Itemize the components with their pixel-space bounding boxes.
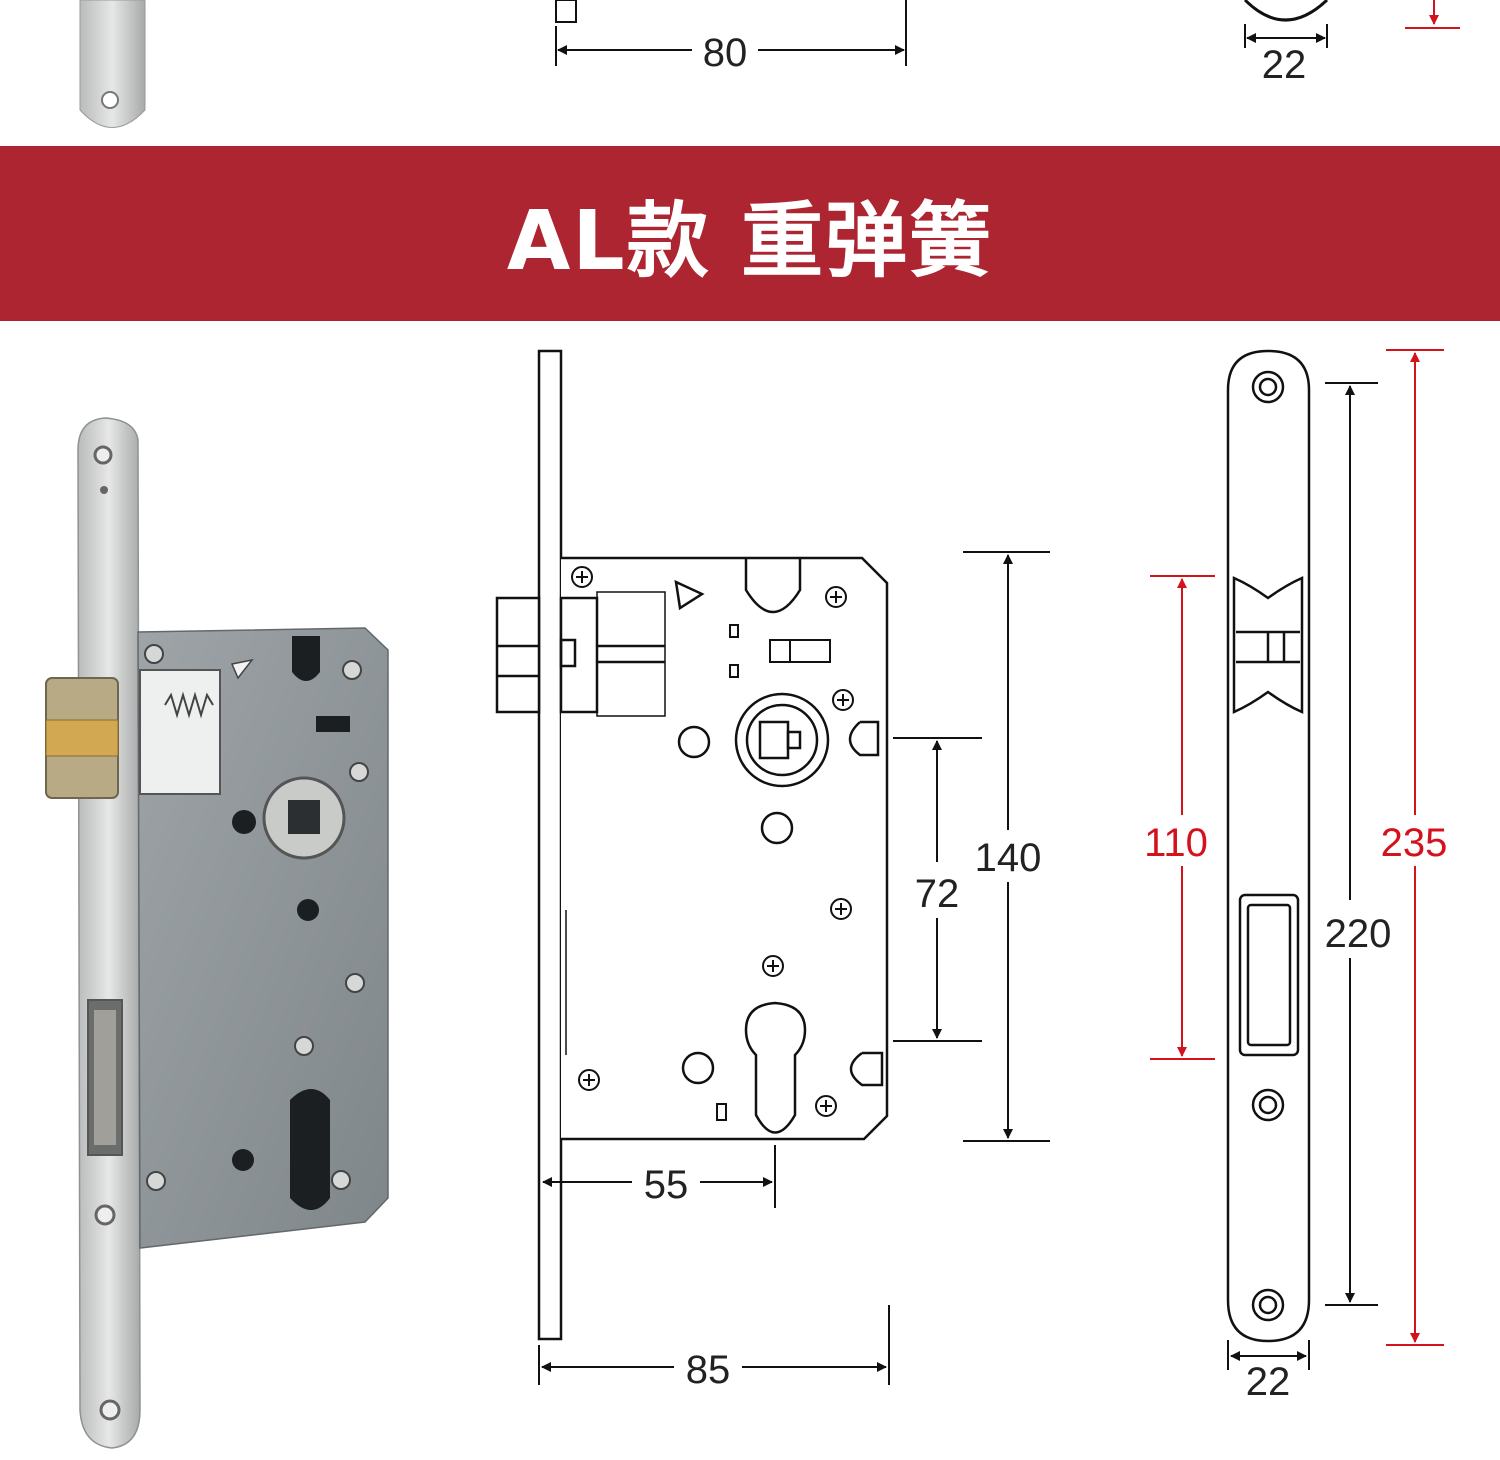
side-d-hole-1	[848, 720, 880, 757]
dim-110-label: 110	[1144, 821, 1208, 865]
side-d-hole-2	[849, 1051, 884, 1087]
photo-screw-4	[345, 973, 365, 993]
side-latch-rail	[596, 591, 666, 717]
dim-220-label: 220	[1325, 912, 1392, 956]
photo-screw-5	[294, 1036, 314, 1056]
front-dimensions	[1227, 382, 1378, 1370]
side-latch	[495, 596, 541, 714]
photo-screw-7	[331, 1170, 351, 1190]
photo-notch-top	[292, 636, 320, 681]
side-screws	[571, 566, 854, 1117]
front-bottom-screw-2-inner	[1258, 1295, 1278, 1315]
side-slot	[769, 639, 831, 663]
top-dim-80-label: 80	[703, 31, 748, 75]
front-top-screw-inner	[1258, 377, 1278, 397]
side-view	[495, 349, 889, 1341]
photo-screw-2	[342, 660, 362, 680]
top-strip: 80 22	[79, 0, 1460, 128]
side-arrow-mark	[674, 579, 705, 611]
front-bottom-screw-2-outer	[1251, 1288, 1285, 1322]
front-bottom-screw-1-outer	[1251, 1088, 1285, 1122]
side-hub-outer	[734, 692, 830, 788]
front-dimensions-red	[1150, 349, 1444, 1346]
photo-hole-2	[297, 899, 319, 921]
side-faceplate	[537, 349, 563, 1341]
photo-faceplate-bottom-hole-2	[99, 1399, 121, 1421]
front-view	[1226, 349, 1311, 1343]
side-hole-2	[760, 811, 794, 845]
front-bolt-slot-inner	[1246, 903, 1292, 1047]
top-dim-22-label: 22	[1262, 43, 1307, 87]
photo-spindle-square	[288, 800, 320, 834]
photo-screw-1	[144, 644, 164, 664]
dim-85-label: 85	[686, 1348, 731, 1392]
side-hub-inner	[745, 703, 819, 777]
lock-photo	[45, 417, 389, 1449]
photo-arrow-mark	[230, 658, 254, 680]
photo-slot	[316, 716, 350, 732]
front-top-screw-outer	[1251, 370, 1285, 404]
side-case-outline	[561, 556, 889, 1141]
front-plate-outline	[1226, 349, 1311, 1343]
photo-hole-1	[232, 810, 256, 834]
side-hole-1	[677, 725, 711, 759]
front-bolt-slot-outer	[1238, 893, 1300, 1057]
photo-faceplate-bottom-hole	[94, 1204, 116, 1226]
title-banner: AL款 重弹簧	[0, 146, 1500, 321]
photo-latch-cavity	[139, 669, 221, 795]
photo-screw-3	[349, 762, 369, 782]
side-hole-3	[681, 1051, 715, 1085]
photo-faceplate-top-hole-2	[100, 486, 108, 494]
top-faceplate-photo	[79, 0, 146, 128]
dim-55-label: 55	[644, 1163, 689, 1207]
dim-72-label: 72	[915, 872, 960, 916]
dim-22-label: 22	[1246, 1360, 1291, 1404]
side-dimensions	[538, 551, 1050, 1385]
photo-faceplate	[77, 417, 141, 1449]
dim-235-label: 235	[1381, 821, 1448, 865]
top-faceplate-hole	[101, 91, 119, 109]
front-bottom-screw-1-inner	[1258, 1095, 1278, 1115]
top-latch-outline	[555, 0, 577, 23]
photo-spring	[164, 691, 214, 719]
photo-cylinder-hole	[290, 1089, 330, 1210]
photo-screw-6	[146, 1171, 166, 1191]
dim-140-label: 140	[975, 836, 1042, 880]
banner-title: AL款 重弹簧	[506, 194, 994, 289]
top-front-plate-end	[1243, 0, 1329, 22]
photo-hole-3	[232, 1149, 254, 1171]
side-cylinder-cutout	[744, 1001, 807, 1134]
side-top-notch	[744, 558, 802, 614]
photo-faceplate-top-hole	[93, 445, 113, 465]
front-latch	[1232, 576, 1304, 714]
